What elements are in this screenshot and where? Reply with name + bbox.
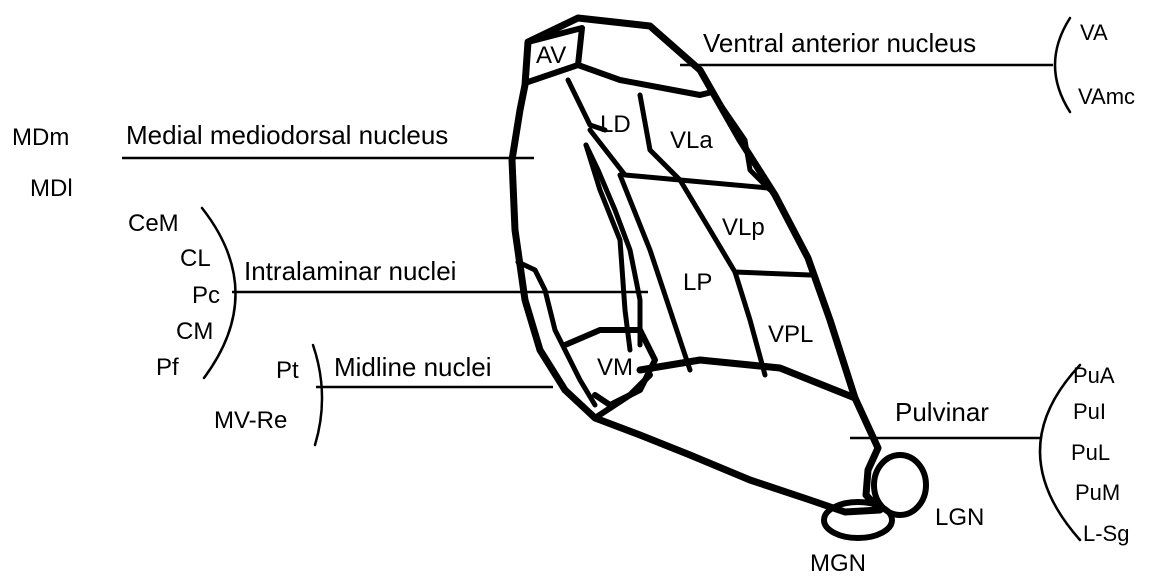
va-item: VA — [1080, 20, 1108, 45]
region-labels: AV LD VLa VLp LP VPL VM LGN MGN — [536, 42, 984, 577]
region-vlp: VLp — [722, 214, 765, 241]
midline-item: MV-Re — [214, 407, 287, 434]
pulvinar-group: PuA PuI PuL PuM L-Sg — [1071, 363, 1129, 546]
thalamus-outline — [512, 18, 926, 538]
va-item: VAmc — [1078, 84, 1135, 109]
intralaminar-item: Pc — [192, 282, 220, 309]
va-group: VA VAmc — [1078, 20, 1135, 109]
region-vpl: VPL — [768, 321, 813, 348]
pulvinar-item: PuL — [1071, 440, 1110, 465]
intralaminar-item: Pf — [156, 354, 179, 381]
intralaminar-item: CM — [176, 318, 213, 345]
md-group: MDm MDl — [12, 124, 73, 202]
region-vm: VM — [597, 354, 633, 381]
region-mgn: MGN — [810, 550, 866, 577]
region-ld: LD — [600, 111, 631, 138]
label-medial-md: Medial mediodorsal nucleus — [126, 120, 448, 150]
md-item: MDl — [30, 175, 73, 202]
bracket-va — [1055, 18, 1070, 112]
pulvinar-item: PuI — [1073, 399, 1106, 424]
label-midline: Midline nuclei — [334, 352, 492, 382]
region-av: AV — [536, 42, 566, 69]
midline-group: Pt MV-Re — [214, 357, 299, 434]
region-lp: LP — [683, 269, 712, 296]
pulvinar-item: L-Sg — [1083, 521, 1129, 546]
bracket-midline — [313, 345, 322, 445]
intralaminar-item: CL — [180, 245, 211, 272]
outer-labels: Ventral anterior nucleus Medial mediodor… — [126, 28, 989, 427]
intralaminar-item: CeM — [128, 210, 179, 237]
midline-item: Pt — [276, 357, 299, 384]
label-pulvinar: Pulvinar — [895, 397, 989, 427]
intralaminar-group: CeM CL Pc CM Pf — [128, 210, 220, 381]
region-vla: VLa — [670, 127, 713, 154]
label-intralaminar: Intralaminar nuclei — [244, 256, 456, 286]
region-lgn: LGN — [935, 504, 984, 531]
label-ventral-anterior: Ventral anterior nucleus — [703, 28, 976, 58]
md-item: MDm — [12, 124, 69, 151]
pulvinar-item: PuA — [1073, 363, 1115, 388]
pulvinar-item: PuM — [1075, 480, 1120, 505]
